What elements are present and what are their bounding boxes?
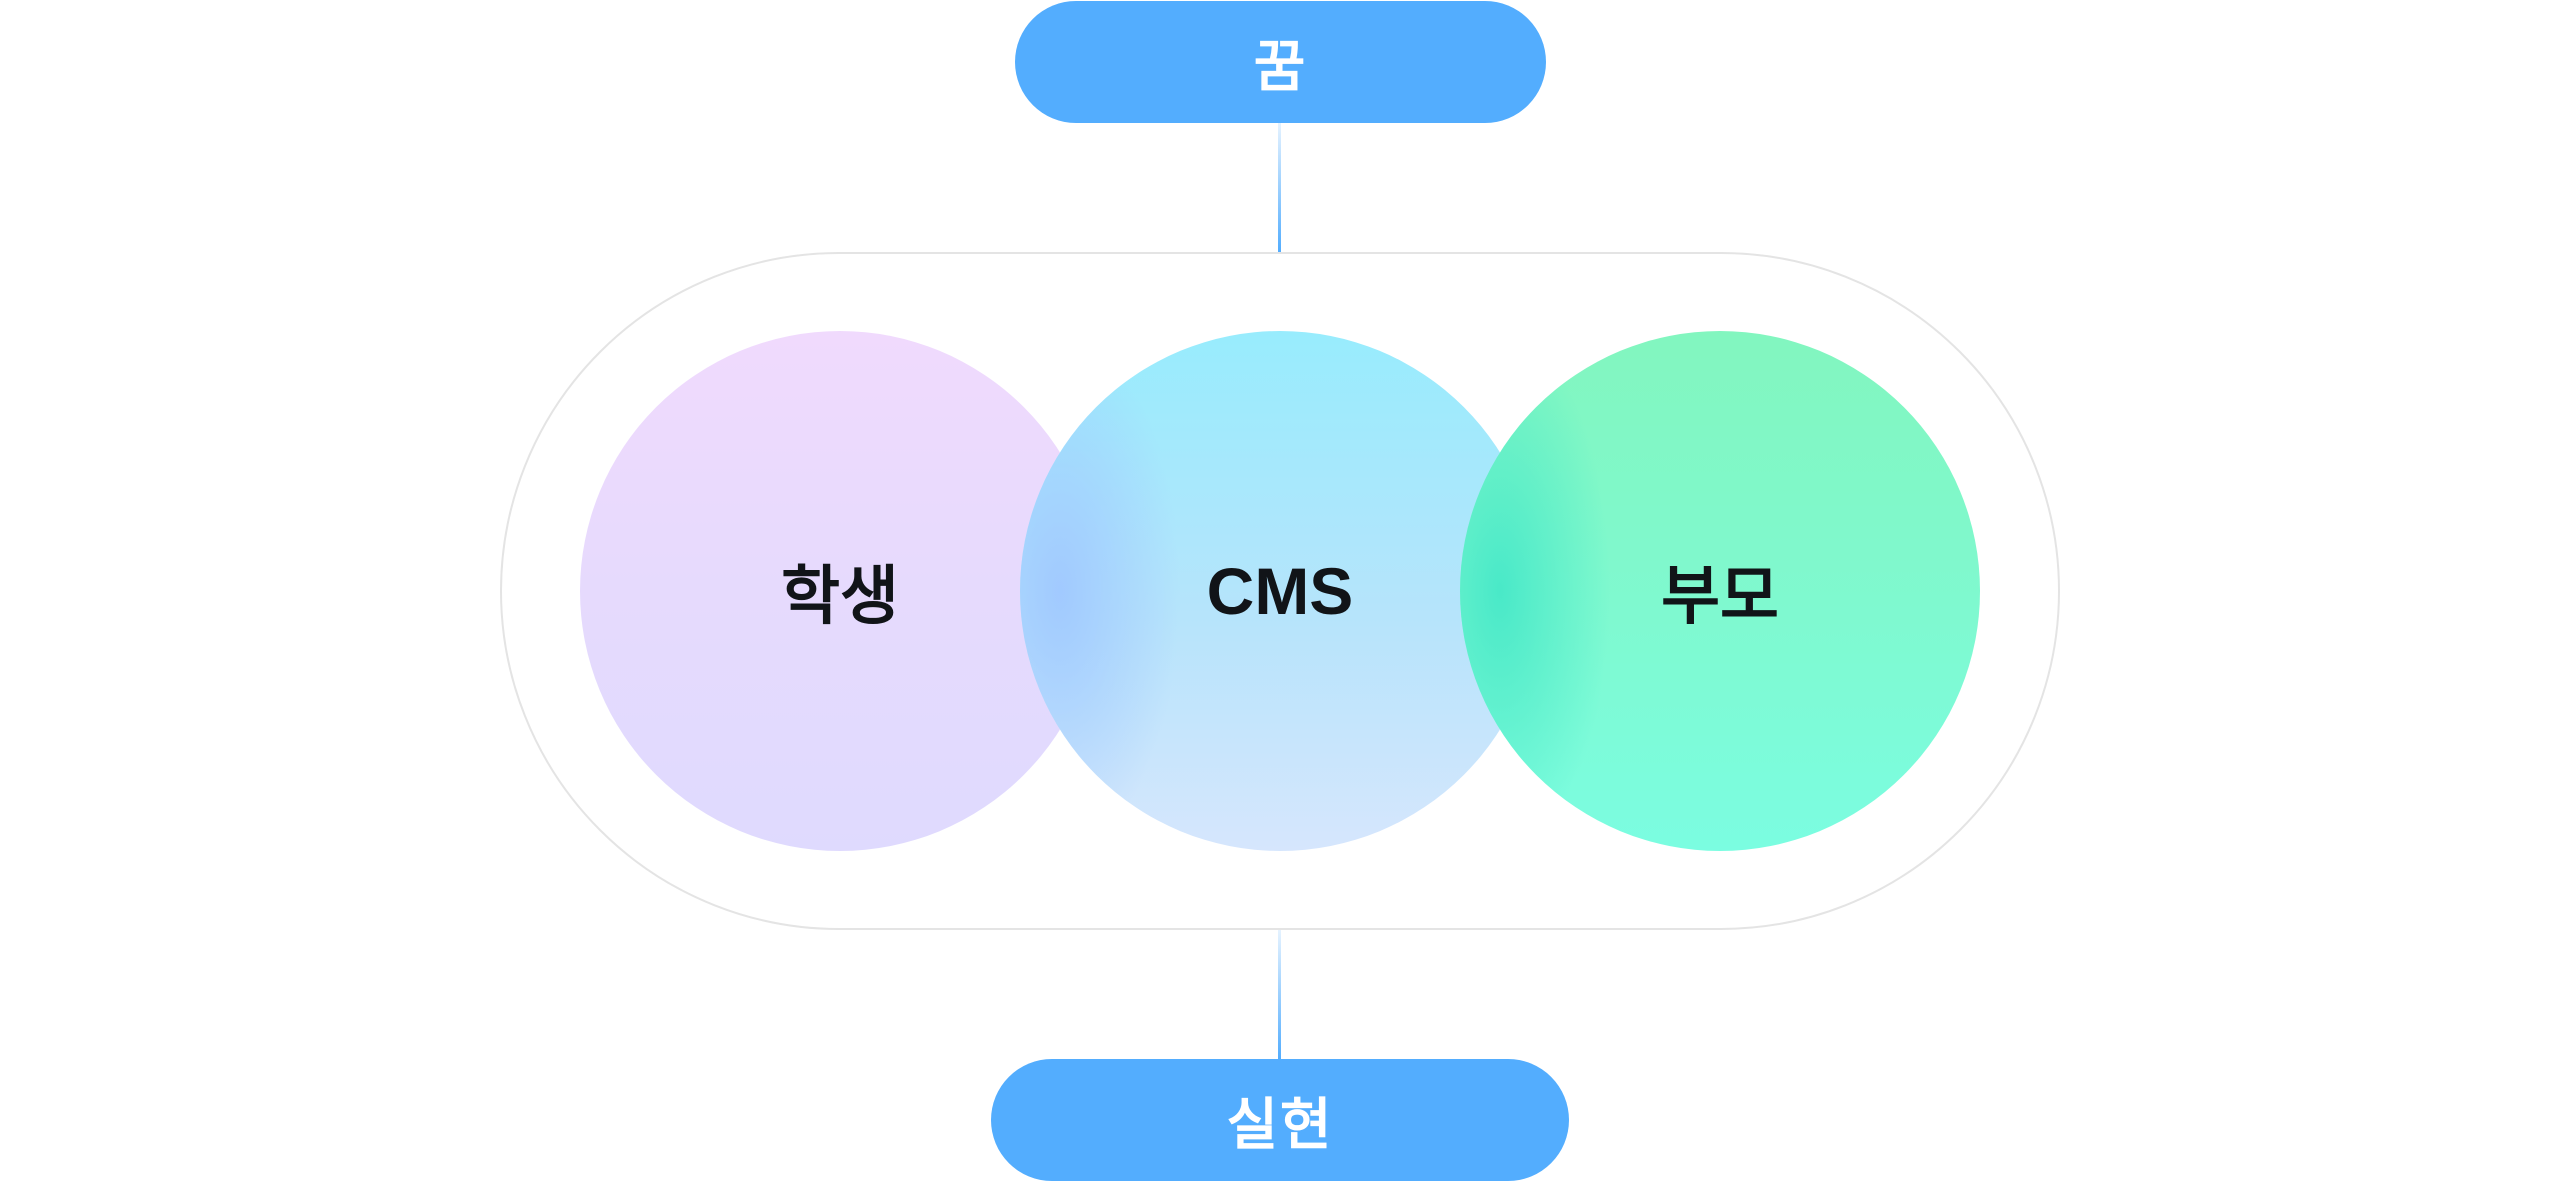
circle-student: [580, 331, 1100, 851]
circle-parent-label: 부모: [1661, 560, 1779, 634]
bottom-node-label: 실현: [1226, 1092, 1334, 1158]
circle-cms-label: CMS: [1206, 554, 1354, 628]
bottom-node-realization: 실현: [991, 1059, 1569, 1181]
top-node-label: 꿈: [1253, 34, 1308, 100]
top-node-dream: 꿈: [1015, 1, 1546, 123]
connector-line-top: [1278, 123, 1281, 252]
connector-line-bottom: [1278, 930, 1281, 1059]
circle-student-label: 학생: [781, 560, 899, 634]
